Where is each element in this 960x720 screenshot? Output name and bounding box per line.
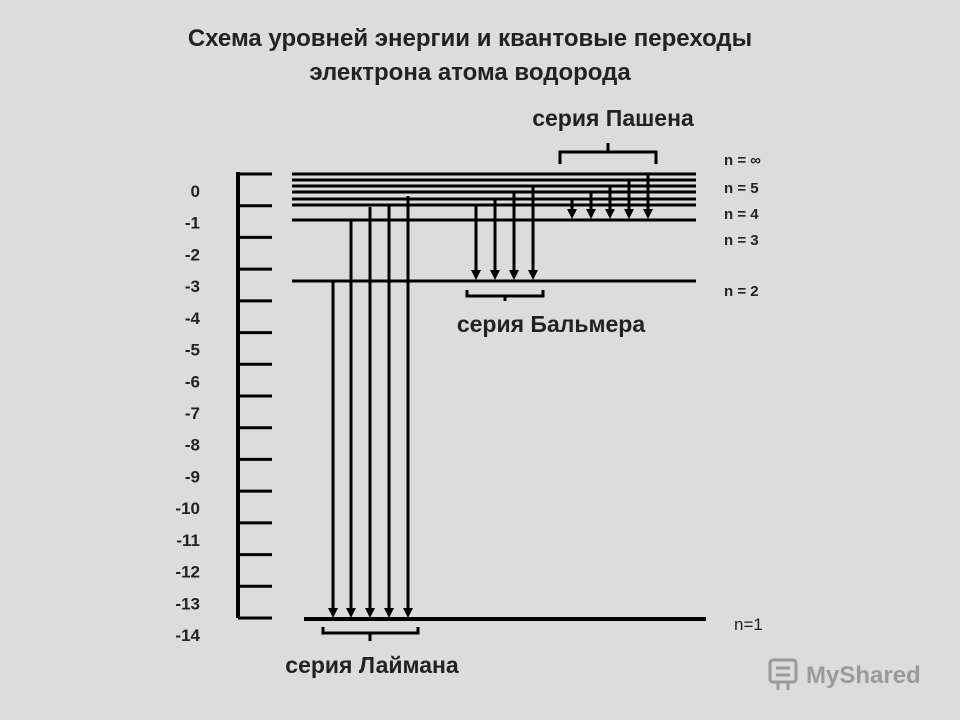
balmer-arrow: [528, 186, 538, 280]
lyman-series-label: серия Лаймана: [285, 652, 459, 678]
title-line-1: Схема уровней энергии и квантовые перехо…: [188, 25, 752, 52]
scale-tick-label: -12: [175, 563, 200, 582]
scale-tick-label: -5: [185, 341, 200, 360]
level-label-n3: n = 3: [724, 232, 759, 249]
paschen-arrow: [567, 199, 577, 219]
scale-tick-label: -4: [185, 309, 201, 328]
scale-tick-label: 0: [191, 182, 200, 201]
transition-arrows: [328, 174, 653, 618]
energy-levels: [292, 172, 706, 621]
level-label-n1: n=1: [734, 615, 763, 634]
level-label-inf: n = ∞: [724, 152, 761, 169]
energy-scale: 0 -1 -2 -3 -4 -5 -6 -7 -8 -9 -10 -11 -12 -13 -14: [175, 172, 272, 645]
scale-tick-label: -3: [185, 277, 200, 296]
watermark-text: MyShared: [806, 662, 921, 689]
lyman-arrow: [328, 281, 338, 618]
watermark-logo-icon: [768, 658, 798, 690]
balmer-arrow: [509, 192, 519, 280]
watermark: MyShared: [768, 658, 921, 690]
paschen-arrow: [643, 174, 653, 219]
scale-tick-label: -1: [185, 214, 200, 233]
scale-tick-label: -14: [175, 626, 200, 645]
lyman-arrow: [403, 196, 413, 618]
balmer-bracket: [465, 290, 545, 301]
scale-tick-label: -11: [176, 531, 200, 550]
lyman-arrow: [384, 205, 394, 618]
lyman-arrow: [346, 220, 356, 618]
scale-tick-label: -13: [175, 594, 200, 613]
balmer-arrow: [471, 205, 481, 280]
level-label-n2: n = 2: [724, 283, 759, 300]
balmer-series-label: серия Бальмера: [457, 311, 646, 337]
scale-tick-label: -6: [185, 372, 200, 391]
lyman-arrow: [365, 207, 375, 618]
level-labels: n = ∞ n = 5 n = 4 n = 3 n = 2 n=1: [724, 152, 763, 634]
level-label-n5: n = 5: [724, 180, 759, 197]
balmer-arrow: [490, 199, 500, 280]
scale-tick-label: -2: [185, 245, 200, 264]
title-line-2: электрона атома водорода: [309, 59, 631, 86]
paschen-arrow: [624, 180, 634, 219]
paschen-series-label: серия Пашена: [532, 105, 694, 131]
scale-tick-label: -9: [185, 467, 200, 486]
scale-tick-label: -8: [185, 436, 200, 455]
level-label-n4: n = 4: [724, 206, 759, 223]
paschen-bracket: [558, 143, 658, 164]
scale-tick-label: -7: [185, 404, 200, 423]
paschen-arrow: [605, 186, 615, 219]
lyman-bracket: [321, 627, 420, 641]
scale-tick-label: -10: [175, 499, 200, 518]
paschen-arrow: [586, 192, 596, 219]
